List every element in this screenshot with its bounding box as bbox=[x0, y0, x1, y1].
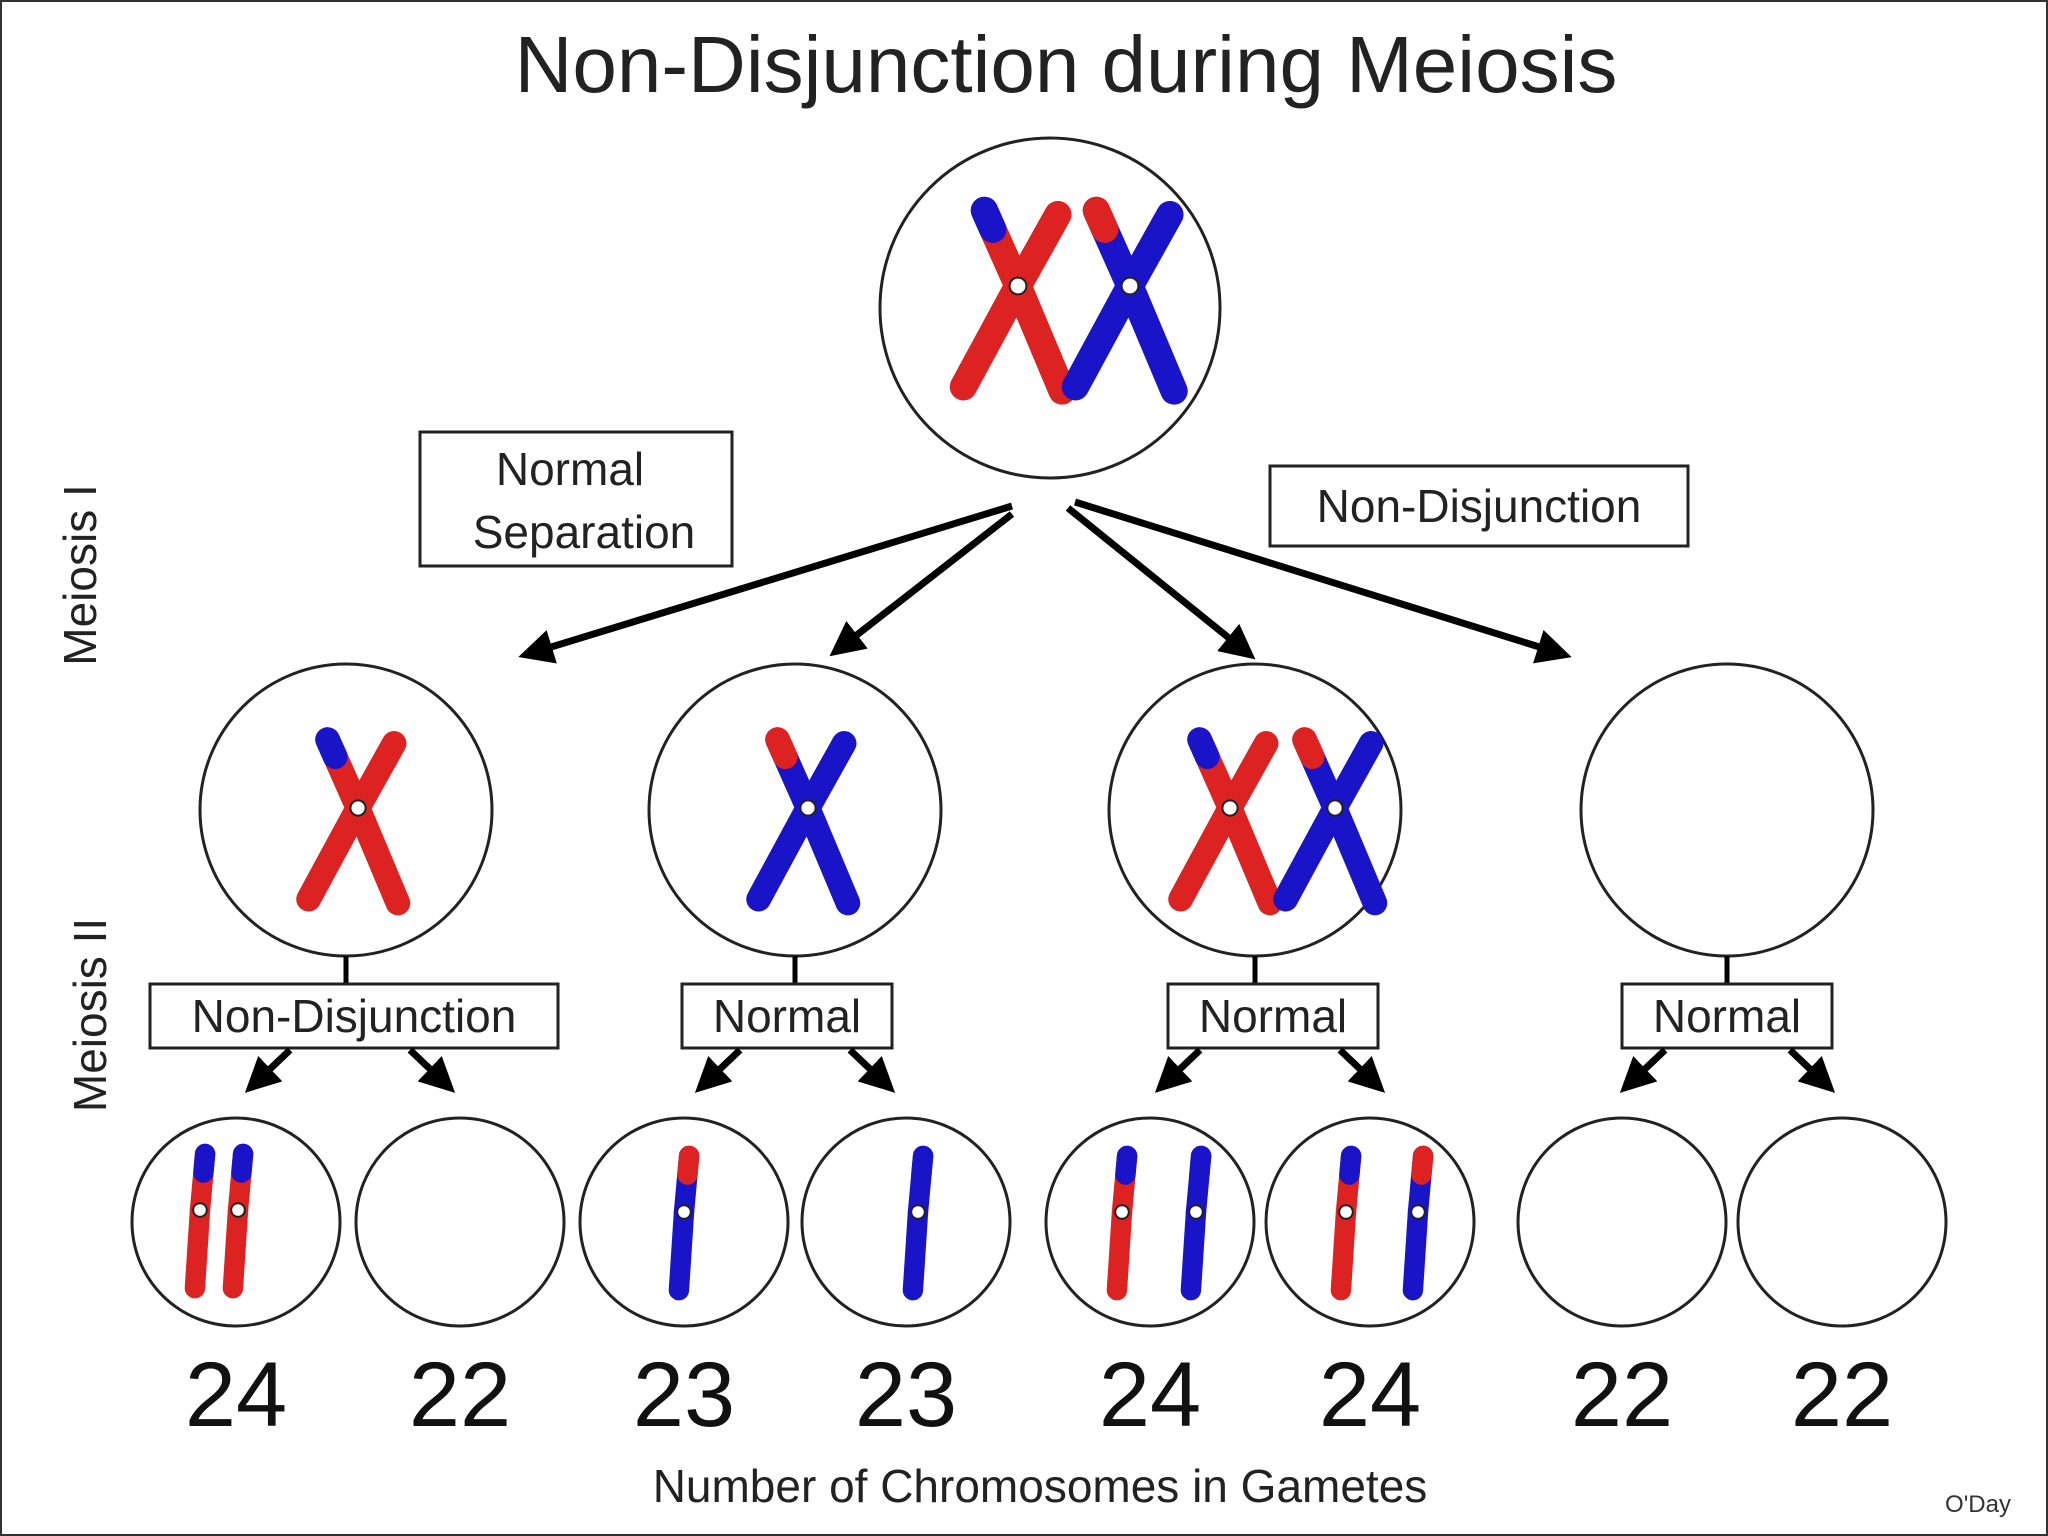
gamete-count-8: 22 bbox=[1791, 1344, 1893, 1446]
diagram-title: Non-Disjunction during Meiosis bbox=[515, 20, 1618, 109]
meiosis2-division-1: Non-Disjunction bbox=[148, 956, 560, 1093]
meiosis2-cell-2 bbox=[647, 662, 943, 958]
non-disjunction-label-meiosis1: Non-Disjunction bbox=[1317, 480, 1642, 532]
gamete-6 bbox=[1264, 1116, 1476, 1328]
non-disjunction-label-cell-1: Non-Disjunction bbox=[192, 990, 517, 1042]
meiosis1-arrows bbox=[518, 498, 1572, 664]
gamete-count-2: 22 bbox=[409, 1344, 511, 1446]
normal-separation-label-line2: Separation bbox=[473, 506, 696, 558]
gamete-8 bbox=[1736, 1116, 1948, 1328]
meiosis-i-label: Meiosis I bbox=[54, 484, 106, 665]
arrow-to-gamete-2 bbox=[407, 1047, 456, 1093]
gamete-count-4: 23 bbox=[855, 1344, 957, 1446]
gamete-count-7: 22 bbox=[1571, 1344, 1673, 1446]
empty-cell bbox=[1579, 662, 1875, 958]
meiosis2-cell-1 bbox=[198, 662, 494, 958]
gametes-axis-label: Number of Chromosomes in Gametes bbox=[653, 1460, 1428, 1512]
gamete-3-chromosomes bbox=[668, 1145, 700, 1301]
gamete-6-chromosomes bbox=[1330, 1145, 1434, 1301]
gamete-5-chromosomes bbox=[1106, 1145, 1212, 1301]
gamete-1 bbox=[130, 1116, 342, 1328]
parent-chromosome-pair bbox=[949, 196, 1188, 405]
normal-separation-label-line1: Normal bbox=[496, 443, 644, 495]
credit-label: O'Day bbox=[1945, 1491, 2011, 1518]
arrow-to-cell-2 bbox=[829, 511, 1015, 657]
gamete-3 bbox=[578, 1116, 790, 1328]
paternal-chromosome bbox=[746, 727, 861, 916]
arrow-to-gamete-3 bbox=[694, 1047, 743, 1093]
gamete-counts: 24 22 23 23 24 24 22 22 bbox=[185, 1344, 1893, 1446]
arrow-to-gamete-5 bbox=[1154, 1047, 1203, 1093]
arrow-to-gamete-1 bbox=[244, 1047, 293, 1093]
meiosis2-division-4: Normal bbox=[1619, 956, 1836, 1093]
arrow-to-cell-4 bbox=[1073, 498, 1572, 664]
empty-gamete bbox=[1516, 1116, 1728, 1328]
non-disjunction-box-meiosis1: Non-Disjunction bbox=[1268, 464, 1690, 548]
gamete-4 bbox=[800, 1116, 1012, 1328]
empty-gamete bbox=[354, 1116, 566, 1328]
parent-cell bbox=[878, 136, 1222, 480]
normal-label-cell-2: Normal bbox=[713, 990, 861, 1042]
meiosis2-cell-3 bbox=[1107, 662, 1403, 958]
arrow-to-cell-3 bbox=[1065, 505, 1256, 660]
chromosome-pair bbox=[1168, 727, 1388, 916]
gamete-count-1: 24 bbox=[185, 1344, 287, 1446]
arrow-to-gamete-6 bbox=[1337, 1047, 1386, 1093]
arrow-to-gamete-8 bbox=[1787, 1047, 1836, 1093]
arrow-to-gamete-7 bbox=[1619, 1047, 1668, 1093]
gamete-1-chromosomes bbox=[184, 1143, 254, 1299]
meiosis-ii-label: Meiosis II bbox=[64, 918, 116, 1112]
meiosis2-division-3: Normal bbox=[1154, 956, 1386, 1093]
meiosis2-division-2: Normal bbox=[680, 956, 896, 1093]
normal-label-cell-4: Normal bbox=[1653, 990, 1801, 1042]
gamete-count-5: 24 bbox=[1099, 1344, 1201, 1446]
empty-gamete bbox=[1736, 1116, 1948, 1328]
arrow-to-gamete-4 bbox=[847, 1047, 896, 1093]
normal-separation-box: Normal Separation bbox=[418, 430, 734, 568]
gamete-7 bbox=[1516, 1116, 1728, 1328]
gamete-5 bbox=[1044, 1116, 1256, 1328]
gamete-2 bbox=[354, 1116, 566, 1328]
gamete-count-6: 24 bbox=[1319, 1344, 1421, 1446]
gamete-count-3: 23 bbox=[633, 1344, 735, 1446]
arrow-to-cell-1 bbox=[518, 502, 1014, 664]
gamete-4-chromosomes bbox=[902, 1145, 934, 1301]
meiosis2-cell-4 bbox=[1579, 662, 1875, 958]
maternal-chromosome bbox=[296, 727, 411, 916]
normal-label-cell-3: Normal bbox=[1199, 990, 1347, 1042]
